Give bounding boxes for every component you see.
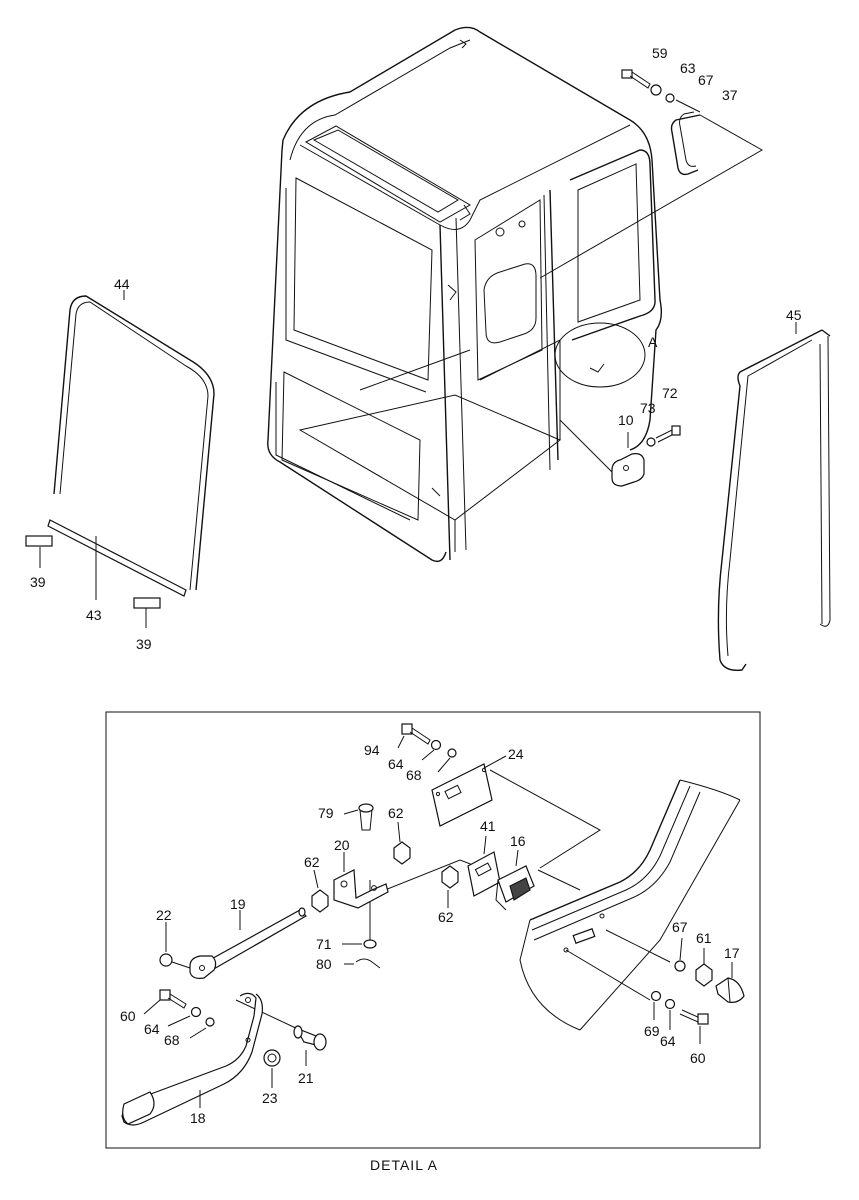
- callout-17: 17: [724, 945, 740, 961]
- part-37-grab-handle: [670, 111, 701, 176]
- nut-61: [695, 963, 713, 987]
- callout-39b: 39: [136, 636, 152, 652]
- bolt-94: [401, 723, 431, 745]
- part-18-lever: [121, 992, 263, 1126]
- callout-18: 18: [190, 1110, 206, 1126]
- callout-62c: 62: [438, 909, 454, 925]
- callout-67b: 67: [672, 919, 688, 935]
- callout-24: 24: [508, 746, 524, 762]
- nut-62a: [393, 841, 411, 865]
- washer-64a: [430, 739, 442, 751]
- washer-68a: [447, 748, 457, 758]
- washer-71: [363, 939, 377, 949]
- callout-45: 45: [786, 307, 802, 323]
- part-44-window-seal: [53, 295, 215, 591]
- callout-A: A: [648, 334, 658, 350]
- callout-59: 59: [652, 45, 668, 61]
- callout-61: 61: [696, 930, 712, 946]
- callout-72: 72: [662, 385, 678, 401]
- callout-68b: 68: [164, 1032, 180, 1048]
- callout-60a: 60: [120, 1008, 136, 1024]
- callout-39a: 39: [30, 574, 46, 590]
- clip-80: [355, 958, 381, 969]
- washer-22: [159, 953, 173, 967]
- part-19-rod: [189, 907, 307, 979]
- part-16-latch: [495, 865, 535, 911]
- callout-63: 63: [680, 60, 696, 76]
- callout-62a: 62: [388, 805, 404, 821]
- callout-80: 80: [316, 956, 332, 972]
- part-41-plate: [467, 851, 501, 897]
- detail-door-pillar: [519, 779, 741, 1031]
- cab-leaders: [539, 114, 764, 473]
- knob-17: [715, 977, 745, 1003]
- part-43-strip: [47, 519, 187, 597]
- part-10-plate: [611, 453, 645, 487]
- callout-37: 37: [722, 87, 738, 103]
- callout-68a: 68: [406, 767, 422, 783]
- washer-67a: [665, 93, 675, 103]
- callout-22: 22: [156, 907, 172, 923]
- callout-16: 16: [510, 833, 526, 849]
- detail-a-caption: DETAIL A: [370, 1157, 438, 1173]
- callout-73: 73: [640, 400, 656, 416]
- washer-73: [646, 437, 656, 447]
- callout-62b: 62: [304, 854, 320, 870]
- callout-10: 10: [618, 412, 634, 428]
- callout-23: 23: [262, 1090, 278, 1106]
- washer-63: [650, 84, 662, 96]
- callout-44: 44: [114, 276, 130, 292]
- part-24-plate: [431, 763, 493, 827]
- pin-21: [293, 1025, 327, 1051]
- callout-43: 43: [86, 607, 102, 623]
- callout-94: 94: [364, 742, 380, 758]
- part-20-bracket: [333, 869, 389, 909]
- callout-19: 19: [230, 896, 246, 912]
- pin-79: [358, 803, 374, 831]
- washer-68b: [205, 1017, 215, 1027]
- bolt-72: [655, 425, 681, 443]
- callout-69: 69: [644, 1023, 660, 1039]
- callout-67a: 67: [698, 72, 714, 88]
- bushing-23: [263, 1049, 281, 1067]
- bolt-60a: [159, 989, 187, 1009]
- detail-a-box: [105, 711, 761, 1149]
- callout-20: 20: [334, 837, 350, 853]
- bolt-60b: [679, 1009, 709, 1025]
- washer-67b: [674, 960, 686, 972]
- detail-a-marker: [554, 322, 646, 388]
- part-39a-block: [25, 535, 53, 547]
- washer-64c: [664, 998, 676, 1010]
- callout-64b: 64: [144, 1021, 160, 1037]
- callout-79: 79: [318, 805, 334, 821]
- callout-64a: 64: [388, 756, 404, 772]
- callout-60b: 60: [690, 1050, 706, 1066]
- part-39b-block: [133, 597, 161, 609]
- washer-64b: [190, 1006, 202, 1018]
- callout-71: 71: [316, 936, 332, 952]
- part-45-door-seal: [717, 329, 831, 671]
- callout-21: 21: [298, 1070, 314, 1086]
- callout-64c: 64: [660, 1033, 676, 1049]
- bolt-59: [621, 69, 651, 89]
- washer-69: [650, 990, 662, 1002]
- cab-frame: [267, 26, 663, 563]
- callout-41: 41: [480, 818, 496, 834]
- nut-62b: [311, 889, 329, 913]
- nut-62c: [441, 865, 459, 889]
